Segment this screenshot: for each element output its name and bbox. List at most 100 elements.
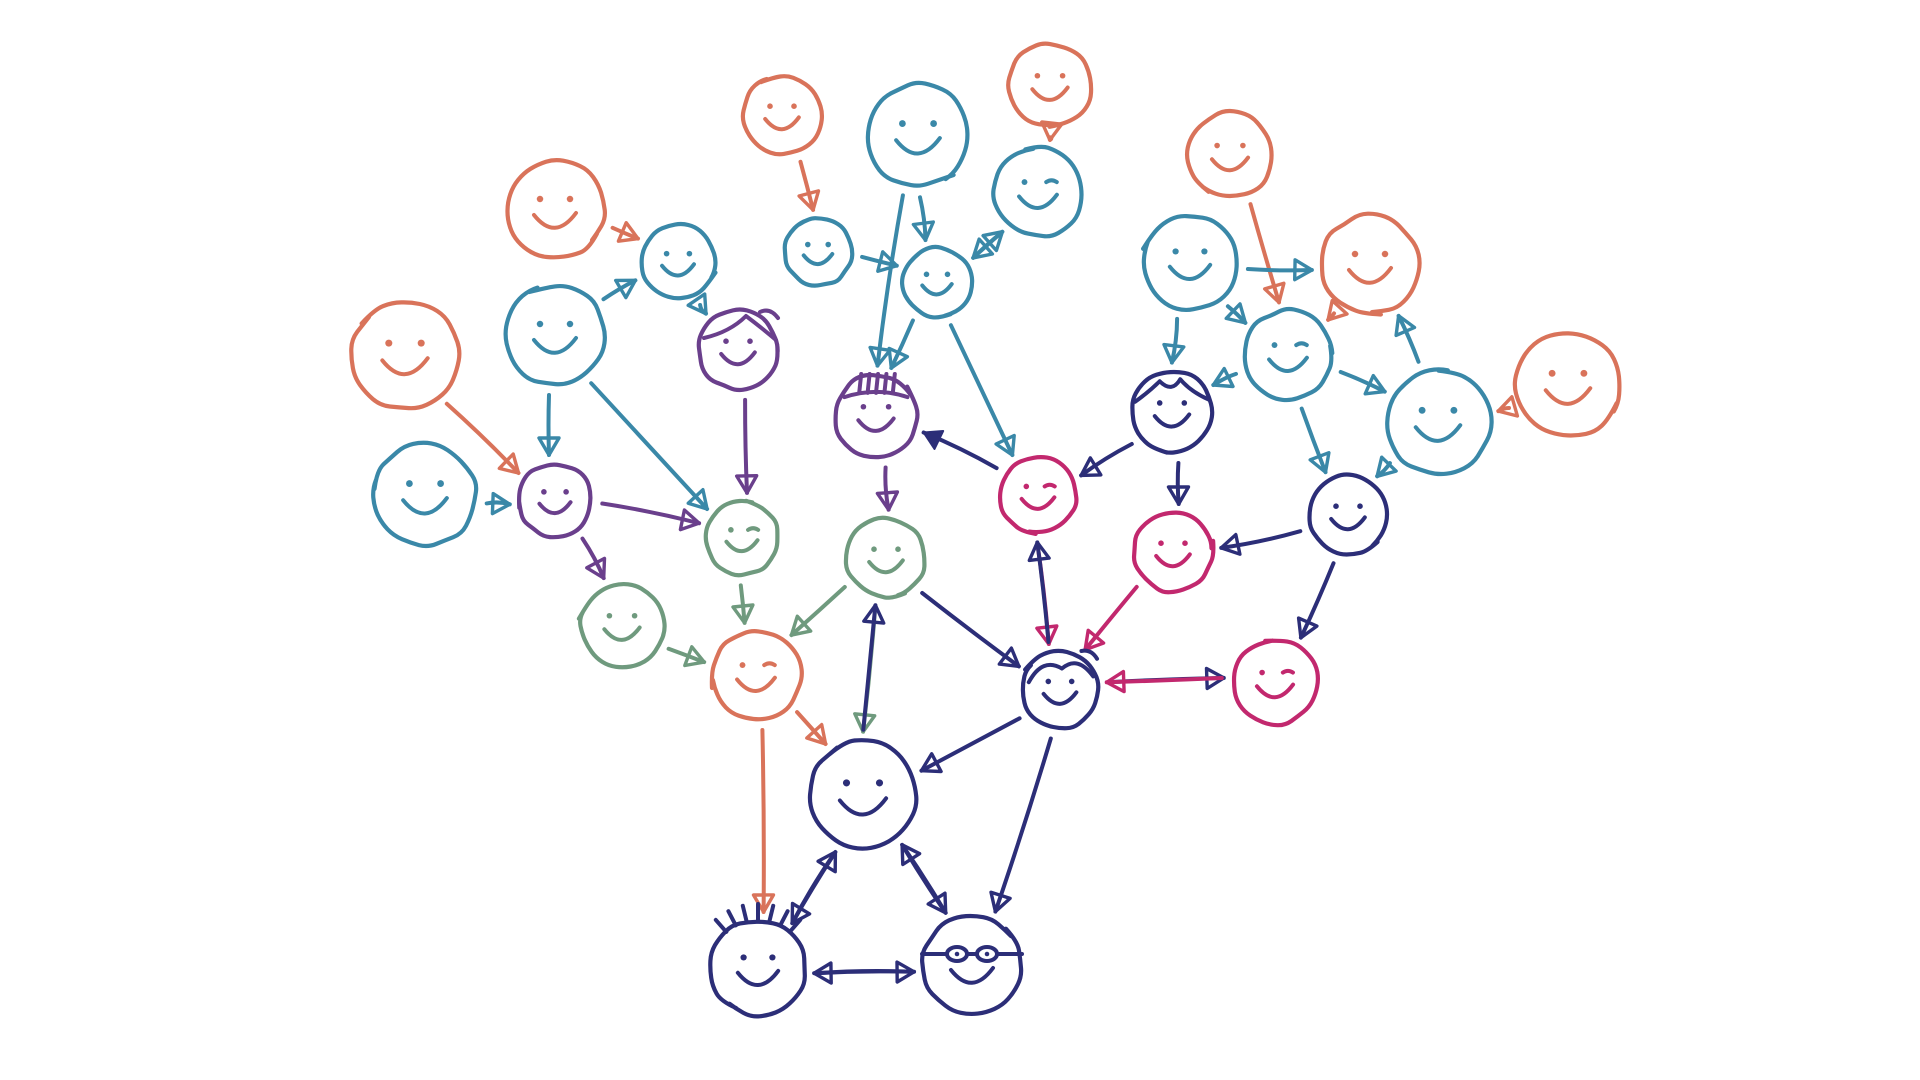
arrowhead-icon (731, 603, 755, 625)
face-outline (1131, 510, 1216, 595)
arrowhead-icon (497, 452, 521, 475)
face-outline (696, 307, 780, 393)
eye-icon (1271, 342, 1278, 349)
eye-icon (1580, 369, 1588, 377)
eye-icon (944, 271, 951, 278)
wink-eye-icon (1044, 178, 1059, 185)
edge-m_center-to-p_center (921, 430, 999, 471)
smile-mouth (1413, 423, 1463, 443)
eye-icon (1381, 250, 1389, 258)
edge-line (1079, 442, 1134, 478)
arrowhead-icon (1079, 456, 1103, 478)
person-b_top_mid (782, 216, 855, 288)
person-b_right_big (1141, 213, 1239, 313)
face-outline (899, 244, 975, 320)
face-outline (1006, 41, 1094, 129)
face-outline (991, 144, 1084, 239)
face-outline (843, 515, 927, 600)
faces-layer (349, 41, 1622, 1019)
edge-line (1298, 561, 1336, 640)
arrowhead-icon (816, 850, 838, 874)
person-o_top1 (740, 74, 825, 157)
edge-line (1035, 540, 1051, 644)
edge-line (1219, 529, 1303, 550)
person-b_right_small (1242, 306, 1335, 403)
eye-icon (566, 195, 574, 203)
arrowhead-icon (875, 490, 900, 512)
edge-line (1299, 406, 1328, 475)
face-outline (371, 440, 479, 549)
person-n_bottom_left (708, 902, 807, 1019)
smile-mouth (724, 538, 760, 554)
edge-line (798, 159, 816, 212)
face-outline (516, 462, 593, 540)
arrowhead-icon (1263, 281, 1286, 305)
arrowhead-icon (735, 474, 759, 495)
edge-line (920, 591, 1021, 669)
person-m_right (1131, 510, 1216, 595)
eye-icon (1201, 248, 1208, 255)
eye-icon (1045, 678, 1052, 685)
eye-icon (385, 339, 393, 347)
face-outline (1020, 648, 1101, 731)
face-outline (920, 913, 1024, 1017)
edge-line (1248, 202, 1281, 305)
eye-icon (1021, 179, 1028, 186)
eye-icon (536, 195, 544, 203)
edge-line (789, 585, 847, 638)
edge-line (1338, 370, 1387, 394)
eye-icon (1156, 400, 1163, 406)
arrowhead-icon (1219, 532, 1242, 556)
face-outline (1130, 369, 1215, 455)
eye-icon (1418, 406, 1426, 414)
smile-mouth (719, 350, 757, 367)
arrowhead-icon (1105, 669, 1126, 694)
arrowhead-icon (919, 752, 943, 774)
person-g_left (576, 581, 667, 670)
smile-mouth (401, 496, 449, 516)
edge-o_top1-to-b_top_mid (797, 159, 821, 212)
face-outline (349, 300, 462, 411)
face-outline (709, 629, 804, 722)
eye-icon (1034, 72, 1041, 79)
edge-b_right_big-to-n_right_hair (1162, 316, 1186, 365)
edge-b_right_big-to-o_right_mid (1245, 258, 1314, 282)
arrowhead-icon (895, 960, 916, 984)
eye-icon (728, 527, 734, 533)
edge-line (919, 716, 1022, 773)
edge-line (546, 393, 551, 457)
arrowhead-icon (1211, 366, 1235, 389)
edge-p_left-to-g_left (580, 536, 607, 581)
arrowhead-icon (797, 189, 821, 212)
smile-mouth (660, 262, 696, 278)
eye-icon (1158, 540, 1164, 546)
edge-b_upper_left-to-b_small_left (601, 278, 638, 302)
eye-icon (954, 951, 960, 957)
arrowhead-icon (686, 292, 708, 316)
face-outline (703, 498, 780, 578)
smile-mouth (735, 675, 777, 693)
person-b_mid2 (899, 244, 975, 320)
eye-icon (541, 489, 547, 495)
arrowhead-icon (887, 346, 910, 370)
arrowhead-icon (1040, 120, 1064, 142)
smile-mouth (837, 796, 889, 817)
eye-icon (723, 338, 729, 345)
person-o_center (709, 629, 804, 722)
person-m_low_right (1231, 638, 1320, 728)
person-b_upper_left (503, 283, 607, 387)
face-outline (833, 372, 920, 460)
smile-mouth (537, 500, 573, 516)
edge-b_right_far-to-o_right_mid (1394, 313, 1421, 364)
edge-b_top_mid-to-b_mid2 (860, 250, 899, 273)
smile-mouth (1543, 386, 1593, 406)
eye-icon (875, 779, 884, 787)
edge-b_right_small-to-b_right_far (1338, 370, 1387, 396)
edge-b_upper_left-to-g_mid (589, 381, 710, 511)
arrowhead-icon (994, 433, 1016, 457)
person-b_right_far (1385, 367, 1494, 477)
smile-mouth (763, 115, 801, 132)
edge-n_mid_hair-to-n_bottom_top (919, 716, 1022, 774)
spiky-hair (713, 902, 803, 934)
edge-m_right-to-n_mid_hair (1083, 584, 1139, 652)
